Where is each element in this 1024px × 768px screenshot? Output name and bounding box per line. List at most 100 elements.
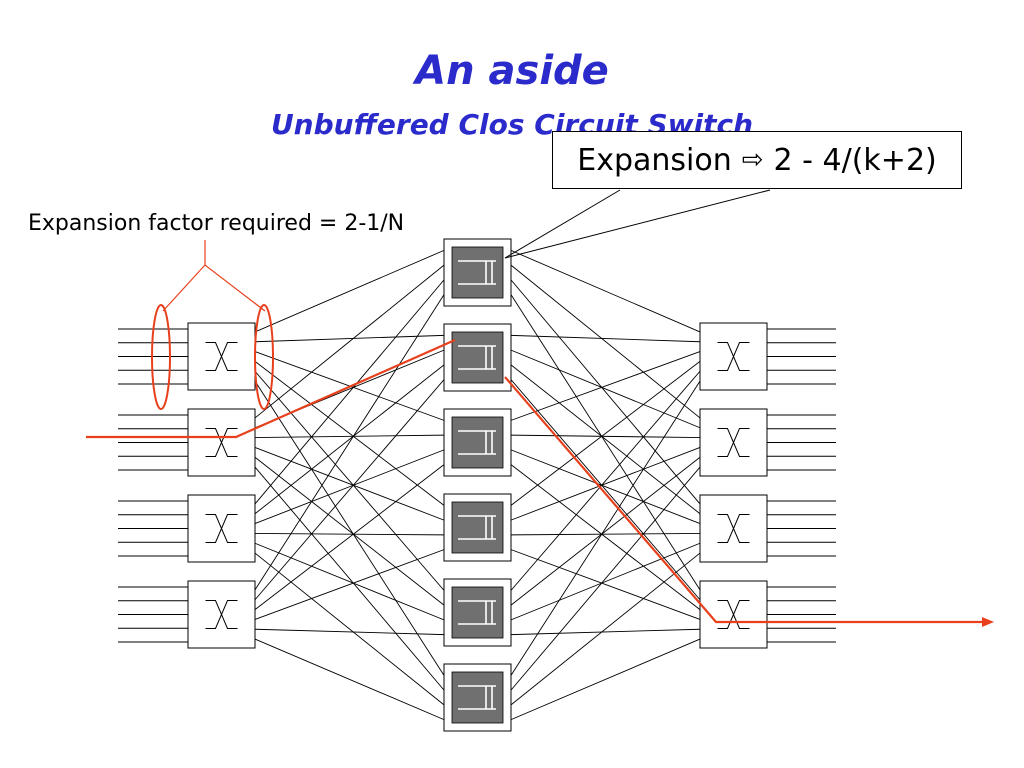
wire xyxy=(254,370,445,591)
wire xyxy=(510,351,701,421)
wire xyxy=(254,464,445,610)
path-out-segment xyxy=(504,376,985,624)
routed-path xyxy=(86,338,994,627)
slide-title: An aside xyxy=(415,48,609,94)
callout-prefix: Expansion xyxy=(577,142,732,178)
wire xyxy=(254,334,445,343)
arrowhead-icon xyxy=(982,617,994,627)
wire xyxy=(254,446,445,521)
wire xyxy=(510,552,701,706)
callout-formula: 2 - 4/(k+2) xyxy=(773,142,937,178)
wire xyxy=(510,449,701,525)
wire xyxy=(254,532,445,536)
wire xyxy=(510,249,701,333)
wire xyxy=(254,542,445,621)
ingress-switch xyxy=(187,580,256,649)
buffer-icon xyxy=(458,430,496,455)
ingress-switch xyxy=(187,494,256,563)
wire xyxy=(254,264,445,419)
middle-switch xyxy=(443,578,512,647)
buffer-icon xyxy=(458,345,496,370)
buffer-icon xyxy=(458,515,496,540)
wire xyxy=(510,628,701,636)
callout-pointer xyxy=(504,189,771,259)
wire xyxy=(510,370,701,591)
wire xyxy=(510,294,701,591)
path-in-segment xyxy=(86,338,456,439)
egress-switch xyxy=(699,494,768,563)
wire xyxy=(254,380,445,676)
wire xyxy=(254,552,445,706)
middle-switch xyxy=(443,238,512,307)
wire xyxy=(254,294,445,591)
buffer-icon xyxy=(458,685,496,710)
wire xyxy=(510,434,701,439)
egress-switch xyxy=(699,322,768,391)
wire xyxy=(510,334,701,343)
interconnect-wires xyxy=(254,249,701,721)
crossbar-icon xyxy=(205,514,238,543)
crossbar-icon xyxy=(717,342,750,371)
wire xyxy=(510,380,701,676)
middle-switch xyxy=(443,408,512,477)
crossbar-icon xyxy=(717,600,750,629)
wire xyxy=(510,349,701,429)
wire xyxy=(510,446,701,521)
buffer-icon xyxy=(458,600,496,625)
crossbar-icon xyxy=(717,514,750,543)
wire xyxy=(254,361,445,506)
egress-stage xyxy=(699,322,768,649)
crossbar-icon xyxy=(205,428,238,457)
switch-core xyxy=(451,246,504,299)
wire xyxy=(254,456,445,606)
switch-core xyxy=(451,331,504,384)
wire xyxy=(254,249,445,333)
wire xyxy=(254,364,445,515)
middle-switch xyxy=(443,323,512,392)
wire xyxy=(510,466,701,691)
expansion-annotation xyxy=(151,189,771,410)
wire xyxy=(254,279,445,505)
callout-pointer xyxy=(504,189,621,259)
output-links-ellipse xyxy=(254,304,274,410)
switch-core xyxy=(451,671,504,724)
wire xyxy=(510,364,701,515)
middle-switch xyxy=(443,663,512,732)
wire xyxy=(254,466,445,691)
crossbar-icon xyxy=(717,428,750,457)
wire xyxy=(510,279,701,505)
wire xyxy=(510,464,701,610)
buffer-icon xyxy=(458,260,496,285)
wire xyxy=(510,532,701,536)
wire xyxy=(254,549,445,620)
expansion-factor-label: Expansion factor required = 2-1/N xyxy=(28,211,405,236)
wire xyxy=(510,379,701,601)
switch-core xyxy=(451,501,504,554)
wire xyxy=(510,361,701,506)
wire xyxy=(510,456,701,606)
brace-lines xyxy=(162,264,266,312)
external-ports xyxy=(118,328,836,643)
ingress-stage xyxy=(187,322,256,649)
wire xyxy=(254,449,445,525)
wire xyxy=(510,264,701,419)
arrow-icon: ⇨ xyxy=(741,145,764,175)
wire xyxy=(254,434,445,439)
wire xyxy=(510,549,701,620)
expansion-callout: Expansion ⇨ 2 - 4/(k+2) xyxy=(552,131,962,189)
switch-box xyxy=(187,580,256,649)
middle-stage xyxy=(443,238,512,732)
switch-core xyxy=(451,586,504,639)
egress-switch xyxy=(699,408,768,477)
wire xyxy=(510,638,701,721)
wire xyxy=(254,638,445,721)
wire xyxy=(254,379,445,601)
egress-switch xyxy=(699,580,768,649)
wire xyxy=(254,628,445,636)
wire xyxy=(510,542,701,621)
switch-core xyxy=(451,416,504,469)
crossbar-icon xyxy=(205,600,238,629)
ingress-switch xyxy=(187,408,256,477)
crossbar-icon xyxy=(205,342,238,371)
